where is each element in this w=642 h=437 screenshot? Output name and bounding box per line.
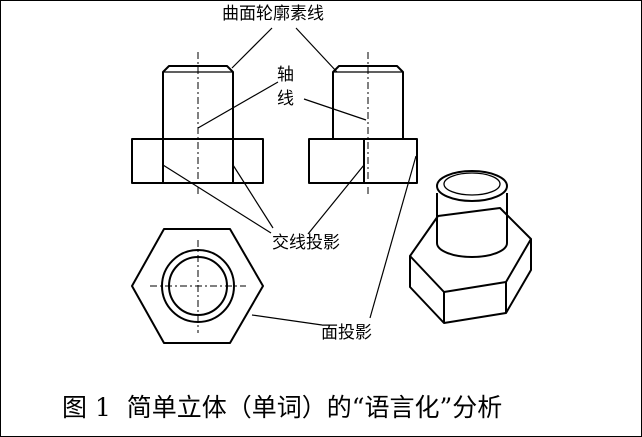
front-view-cylinder — [162, 65, 234, 139]
side-view — [308, 52, 418, 196]
iso-cylinder-chamfer — [443, 172, 501, 196]
leader-axis-right — [303, 98, 367, 121]
label-curved-outline: 曲面轮廓素线 — [222, 4, 324, 24]
leader-lines — [162, 27, 417, 326]
iso-cylinder-top — [436, 170, 508, 202]
top-view-hexagon — [131, 228, 264, 344]
leader-axis-left — [197, 81, 279, 129]
label-face-projection: 面投影 — [321, 323, 372, 343]
iso-cylinder-body — [436, 193, 508, 258]
leader-face-side-view — [369, 155, 417, 319]
label-axis-char-1: 轴 — [277, 65, 294, 85]
label-axis-char-2: 线 — [277, 89, 294, 109]
leader-face-top-view — [251, 314, 323, 326]
side-view-cylinder — [332, 65, 404, 139]
leader-outline-right — [295, 27, 338, 73]
label-intersection-projection: 交线投影 — [272, 233, 340, 253]
leader-outline-left — [231, 27, 273, 69]
leader-intersection-1 — [162, 164, 272, 234]
leader-intersection-3 — [307, 164, 365, 235]
leader-intersection-2 — [232, 164, 274, 229]
isometric-view — [409, 170, 532, 324]
top-view — [131, 228, 264, 344]
figure-caption: 图 1 简单立体（单词）的“语言化”分析 — [62, 393, 502, 422]
iso-hex-top-face — [409, 207, 532, 293]
iso-hex-side — [409, 239, 532, 324]
front-view — [131, 52, 264, 196]
